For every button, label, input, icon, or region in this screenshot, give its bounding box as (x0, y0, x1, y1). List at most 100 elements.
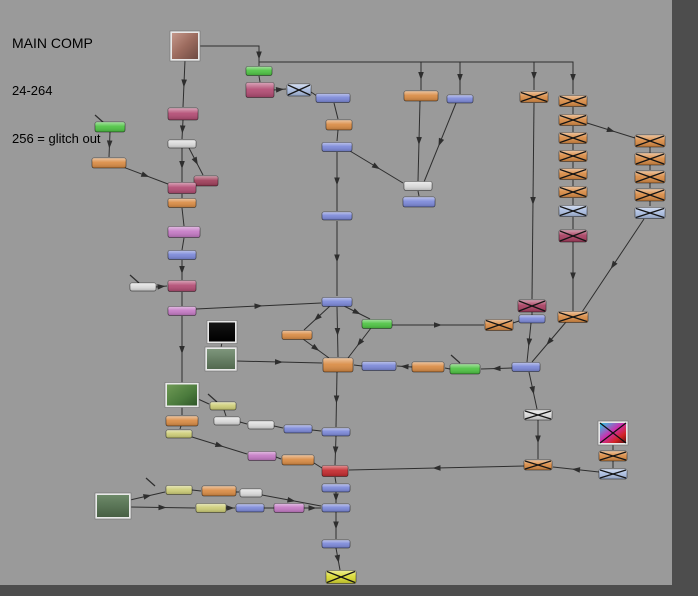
node-graph[interactable] (0, 0, 672, 585)
node-orangex-a3[interactable] (558, 132, 588, 144)
wire-arrow (142, 494, 152, 500)
node-orangex-a2[interactable] (558, 114, 588, 126)
node-blue-16[interactable] (511, 362, 541, 372)
node-crimsonx-1[interactable] (517, 299, 547, 313)
wire (333, 102, 339, 120)
node-purple-3[interactable] (247, 451, 277, 461)
node-orangex-2[interactable] (484, 319, 514, 331)
wire-arrow (214, 441, 224, 447)
node-orangex-4[interactable] (523, 459, 553, 471)
node-purple-4[interactable] (273, 503, 305, 513)
node-orangex-1[interactable] (519, 91, 549, 103)
wire-arrow (179, 266, 185, 274)
node-bluex-a[interactable] (558, 205, 588, 217)
thumbnail-rainbow[interactable] (597, 420, 629, 446)
node-orange-8[interactable] (281, 454, 315, 466)
node-red-1[interactable] (321, 465, 349, 477)
wire-arrow (416, 136, 422, 145)
wire-arrow (492, 365, 501, 372)
node-orangex-a6[interactable] (558, 186, 588, 198)
node-blue-2[interactable] (321, 142, 353, 152)
node-orangex-3[interactable] (557, 311, 589, 323)
wire-arrow (531, 72, 537, 80)
node-orange-1[interactable] (325, 119, 353, 131)
node-white-3[interactable] (403, 181, 433, 191)
node-blue-11[interactable] (321, 483, 351, 493)
wire-arrow (570, 272, 576, 281)
node-blue-12[interactable] (235, 503, 265, 513)
node-canvas[interactable]: MAIN COMP 24-264 256 = glitch out (0, 0, 672, 585)
node-pink-4[interactable] (167, 280, 197, 292)
comp-title: MAIN COMP (12, 35, 93, 51)
node-blue-9[interactable] (283, 424, 313, 434)
node-blue-5[interactable] (446, 94, 474, 104)
wire-arrow (334, 177, 340, 186)
node-orange-7[interactable] (165, 415, 199, 427)
node-white-4[interactable] (213, 416, 241, 426)
node-green-4[interactable] (449, 363, 481, 375)
node-pink-1[interactable] (245, 82, 275, 98)
node-maroon-1[interactable] (193, 175, 219, 187)
wire (239, 421, 248, 425)
read-thumbnail[interactable] (169, 30, 201, 62)
node-purple-1[interactable] (167, 226, 201, 238)
node-orange-9[interactable] (201, 485, 237, 497)
node-crimsonx-a[interactable] (558, 229, 588, 243)
node-orangex-a1[interactable] (558, 95, 588, 107)
thumbnail-sage-2[interactable] (94, 492, 132, 520)
node-bluex-b[interactable] (634, 207, 666, 219)
node-white-1[interactable] (167, 139, 197, 149)
node-orange-6[interactable] (411, 361, 445, 373)
node-orange-2[interactable] (403, 90, 439, 102)
wire-arrow (570, 74, 576, 82)
node-orange-merge[interactable] (322, 357, 354, 373)
node-blue-6[interactable] (167, 250, 197, 260)
thumbnail-sage-1[interactable] (204, 346, 238, 372)
node-green-2[interactable] (94, 121, 126, 133)
node-khaki-1[interactable] (209, 401, 237, 411)
write-node[interactable] (325, 570, 357, 584)
node-orangex-a4[interactable] (558, 150, 588, 162)
node-bluex-1[interactable] (286, 83, 312, 97)
node-blue-8[interactable] (361, 361, 397, 371)
node-whitex-1[interactable] (523, 409, 553, 421)
node-orangex-b2[interactable] (634, 152, 666, 166)
node-green-3[interactable] (361, 319, 393, 329)
wire-arrow (179, 346, 185, 354)
node-blue-14[interactable] (321, 539, 351, 549)
node-blue-7[interactable] (402, 196, 436, 208)
node-orangex-b4[interactable] (634, 188, 666, 202)
thumbnail-black[interactable] (206, 320, 238, 344)
node-blue-3[interactable] (321, 211, 353, 221)
node-blue-1[interactable] (315, 93, 351, 103)
node-purple-2[interactable] (167, 306, 197, 316)
node-khaki-3[interactable] (165, 485, 193, 495)
wire-arrow (275, 87, 284, 93)
node-bluex-c[interactable] (598, 468, 628, 480)
node-orange-4[interactable] (167, 198, 197, 208)
node-orangex-5[interactable] (598, 450, 628, 462)
node-green-1[interactable] (245, 66, 273, 76)
node-blue-13[interactable] (321, 503, 351, 513)
node-blue-4[interactable] (321, 297, 353, 307)
thumbnail-plants[interactable] (164, 382, 200, 408)
node-white-5[interactable] (247, 420, 275, 430)
node-blue-10[interactable] (321, 427, 351, 437)
node-orange-3[interactable] (91, 157, 127, 169)
node-pink-2[interactable] (167, 107, 199, 121)
node-orangex-b3[interactable] (634, 170, 666, 184)
node-khaki-4[interactable] (195, 503, 227, 513)
node-khaki-2[interactable] (165, 429, 193, 439)
node-white-2[interactable] (129, 282, 157, 292)
node-blue-15[interactable] (518, 314, 546, 324)
node-orange-5[interactable] (281, 330, 313, 340)
wire-arrow (191, 156, 198, 166)
wire (179, 425, 182, 430)
wire-arrow (308, 505, 317, 511)
node-pink-3[interactable] (167, 182, 197, 194)
node-white-6[interactable] (239, 488, 263, 498)
node-orangex-b1[interactable] (634, 134, 666, 148)
wires-layer (106, 45, 651, 571)
wire-arrow (287, 497, 296, 503)
node-orangex-a5[interactable] (558, 168, 588, 180)
